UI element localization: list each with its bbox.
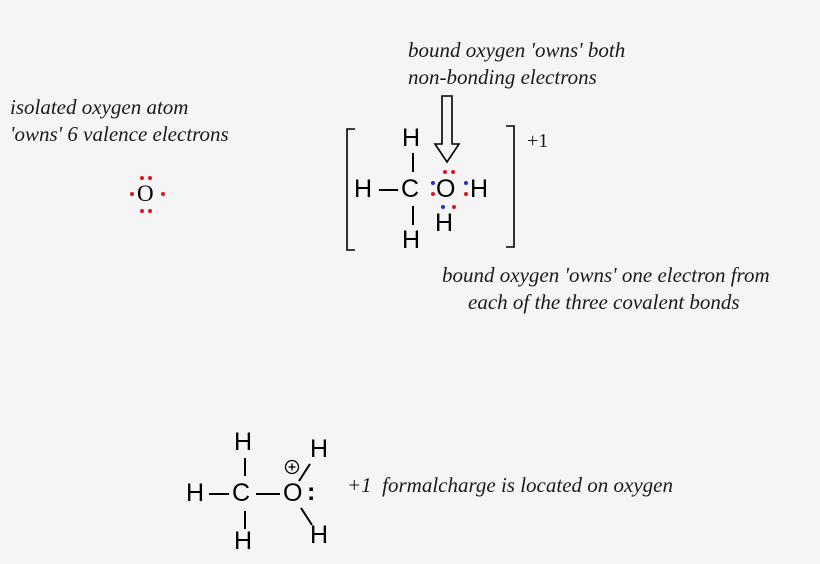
nonbonding-caption: bound oxygen 'owns' both non-bonding ele… [408, 37, 625, 91]
c-bond-electron [431, 192, 435, 196]
hydrogen-right: H [470, 175, 489, 203]
caption-line: bound oxygen 'owns' one electron from [442, 263, 770, 287]
right-bracket [506, 125, 515, 248]
electron-dot [148, 209, 152, 213]
down-arrow-icon [433, 95, 461, 164]
oxygen: O [436, 175, 456, 203]
carbon: C [401, 175, 420, 203]
hydrogen-left: H [186, 479, 205, 507]
caption-line: each of the three covalent bonds [468, 290, 740, 314]
electron-dot [161, 192, 165, 196]
electron-dot [140, 176, 144, 180]
electron-dot [148, 176, 152, 180]
formal-charge-structure: H H C O : H H H [180, 425, 340, 560]
caption-line: bound oxygen 'owns' both [408, 38, 626, 62]
lone-pair: : [307, 478, 316, 506]
hydrogen-below-oxygen: H [435, 209, 454, 237]
lone-pair-electron [451, 170, 455, 174]
c-bond-electron [431, 181, 435, 185]
h-bond-electron [464, 181, 468, 185]
isolated-oxygen-caption: isolated oxygen atom 'owns' 6 valence el… [10, 94, 229, 148]
caption-line: 'owns' 6 valence electrons [10, 122, 229, 146]
bracket-structure: +1 H C H H O H H [340, 120, 580, 255]
isolated-oxygen-atom: O [126, 172, 168, 220]
hydrogen-left: H [354, 175, 373, 203]
hydrogen-oxygen-top: H [310, 435, 329, 463]
h-bond-electron [464, 192, 468, 196]
oxygen: O [283, 479, 303, 507]
caption-line: isolated oxygen atom [10, 95, 189, 119]
bond-h-c [209, 493, 229, 495]
bond-c-h-top [412, 153, 414, 172]
oxygen-symbol: O [137, 181, 154, 206]
bond-h-c [379, 189, 398, 191]
bond-c-o [256, 493, 280, 495]
hydrogen-bottom: H [402, 226, 421, 254]
electron-dot [140, 209, 144, 213]
bond-c-h-bottom [412, 206, 414, 225]
bond-c-h-top [244, 458, 246, 476]
carbon: C [232, 479, 251, 507]
hydrogen-top: H [402, 124, 421, 152]
lone-pair-electron [443, 170, 447, 174]
hydrogen-oxygen-bottom: H [310, 521, 329, 549]
electron-dot [130, 192, 134, 196]
h-below-bond-electron [452, 205, 456, 209]
ion-charge: +1 [527, 130, 549, 152]
caption-line: non-bonding electrons [408, 65, 597, 89]
positive-charge-icon [284, 459, 300, 475]
left-bracket [346, 128, 355, 251]
formal-charge-caption: +1 formalcharge is located on oxygen [347, 473, 673, 497]
bond-o-h-bottom [300, 507, 313, 526]
hydrogen-top: H [234, 428, 253, 456]
covalent-bonds-caption: bound oxygen 'owns' one electron from ea… [442, 262, 770, 316]
h-below-bond-electron [441, 205, 445, 209]
bond-c-h-bottom [244, 511, 246, 529]
bond-o-h-top [298, 463, 311, 482]
hydrogen-bottom: H [234, 527, 253, 555]
